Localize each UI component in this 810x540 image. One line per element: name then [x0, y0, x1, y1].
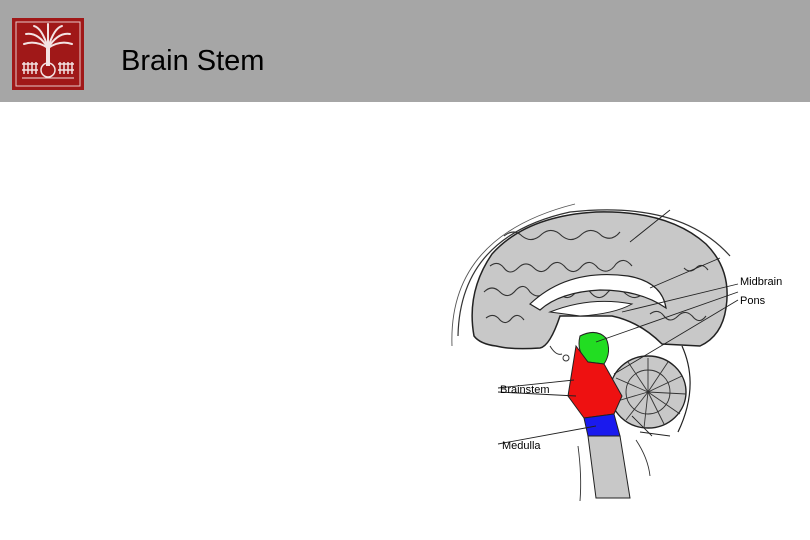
pons-region — [567, 344, 623, 419]
ventricle — [548, 300, 634, 317]
palmetto-logo-icon — [12, 18, 84, 90]
label-midbrain: Midbrain — [740, 276, 782, 288]
corpus-callosum — [529, 273, 667, 311]
leader-lines — [497, 209, 739, 445]
tentorium-line — [677, 345, 691, 433]
scalp-outline — [451, 203, 576, 347]
cerebellum — [609, 355, 687, 429]
label-pons: Pons — [740, 295, 766, 307]
skull-outline — [457, 209, 731, 337]
header-bar: Brain Stem — [0, 0, 810, 102]
spinal-cord — [587, 435, 631, 499]
slide-title: Brain Stem — [121, 45, 265, 77]
label-brainstem: Brainstem — [500, 384, 550, 396]
medulla-region — [583, 413, 621, 437]
university-logo — [12, 18, 84, 90]
brain-diagram: Midbrain Pons Brainstem Medulla — [400, 196, 810, 506]
label-medulla: Medulla — [502, 440, 541, 452]
